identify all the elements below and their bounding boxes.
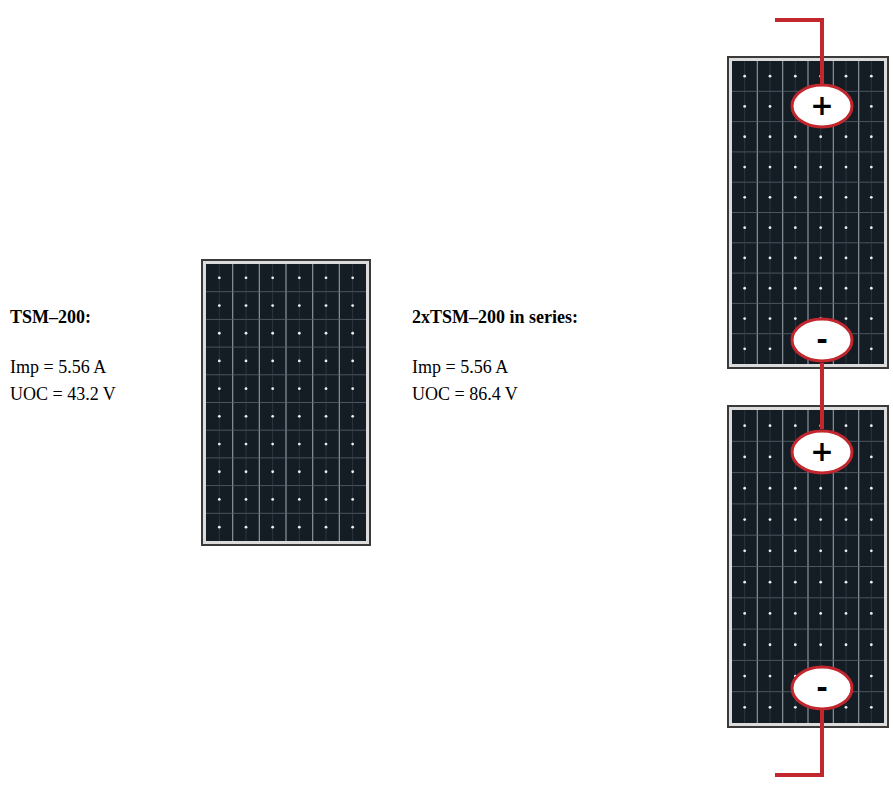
terminal-circle: - (790, 317, 854, 363)
terminal-sign: + (810, 92, 833, 120)
solar-panel (202, 260, 370, 545)
terminal-circle: + (790, 83, 854, 129)
spec-value: UOC = 86.4 V (412, 385, 518, 405)
terminal-sign: + (810, 438, 833, 466)
terminal-sign: - (816, 674, 828, 702)
bottom-wire (775, 710, 822, 775)
panel-heading: 2xTSM–200 in series: (412, 308, 578, 328)
spec-value: Imp = 5.56 A (412, 358, 508, 378)
terminal-sign: - (816, 326, 828, 354)
terminal-circle: - (790, 665, 854, 711)
solar-panel (728, 57, 888, 368)
series-wire (820, 363, 824, 429)
solar-panel (728, 406, 888, 727)
spec-value: UOC = 43.2 V (10, 385, 116, 405)
top-wire (775, 20, 822, 84)
terminal-circle: + (790, 429, 854, 475)
panel-heading: TSM–200: (10, 308, 91, 328)
spec-value: Imp = 5.56 A (10, 358, 106, 378)
